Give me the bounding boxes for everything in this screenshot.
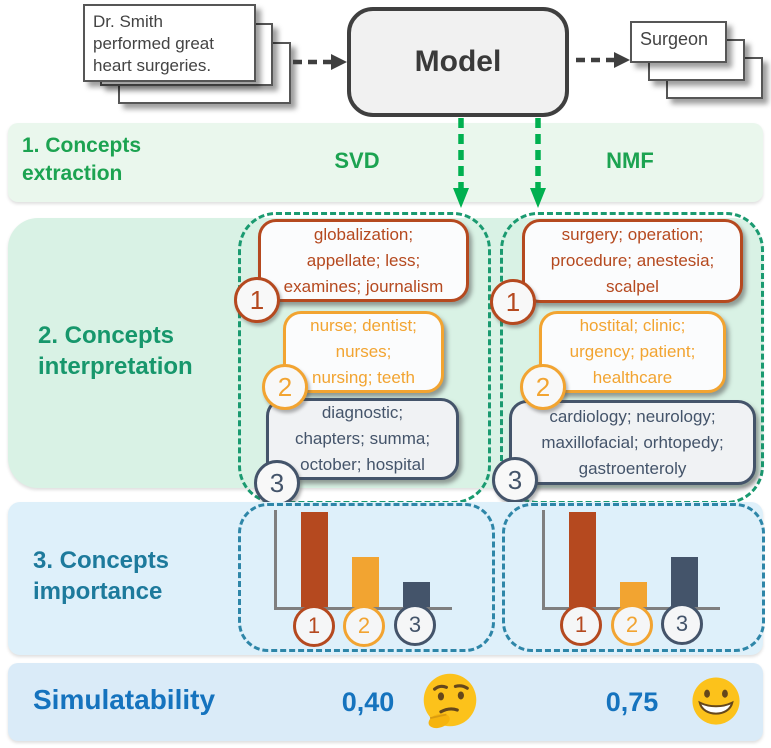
nmf-concept-3-bubble: cardiology; neurology; maxillofacial; or… (509, 400, 756, 485)
simulatability-label: Simulatability (33, 684, 216, 715)
input-document-text: Dr. Smith performed great heart surgerie… (93, 12, 214, 75)
svd-concept-2-number: 2 (262, 364, 308, 410)
svd-bar-1 (301, 512, 328, 607)
input-to-model-arrow-icon (293, 54, 347, 70)
svd-bar-3 (403, 582, 430, 607)
nmf-concept-3-number: 3 (492, 457, 538, 503)
svd-concept-1-number: 1 (234, 277, 280, 323)
svd-extraction-arrow-icon (453, 118, 469, 208)
svd-chart-y-axis (274, 510, 277, 608)
grinning-face-emoji-icon (692, 677, 740, 725)
svd-concept-1-bubble: globalization; appellate; less; examines… (258, 219, 469, 302)
nmf-importance-group (502, 503, 765, 652)
nmf-bar-1 (569, 512, 596, 607)
svd-bar-chart (301, 512, 430, 607)
step3-label: 3. Concepts importance (33, 547, 170, 605)
model-to-output-arrow-icon (576, 52, 630, 68)
model-box: Model (347, 7, 569, 117)
svd-importance-group (238, 503, 495, 652)
nmf-bar-1-label: 1 (560, 604, 602, 646)
model-label: Model (414, 45, 502, 78)
nmf-concept-2-number: 2 (520, 364, 566, 410)
svd-bar-2 (352, 557, 379, 607)
nmf-simulatability-value: 0,75 (605, 687, 659, 717)
step1-band: 1. Concepts extraction SVD NMF (8, 123, 763, 202)
svd-bar-1-label: 1 (293, 605, 335, 647)
nmf-concept-1-number: 1 (490, 279, 536, 325)
svd-label: SVD (334, 148, 380, 173)
svd-concept-3-bubble: diagnostic; chapters; summa; october; ho… (266, 398, 459, 480)
svd-bar-2-label: 2 (343, 605, 385, 647)
svd-bar-3-label: 3 (394, 604, 436, 646)
nmf-bar-chart (569, 512, 698, 607)
svd-concept-2-bubble: nurse; dentist; nurses; nursing; teeth (283, 311, 444, 393)
nmf-label: NMF (606, 148, 654, 173)
step1-label: 1. Concepts extraction (22, 134, 142, 185)
nmf-bar-3-label: 3 (661, 603, 703, 645)
output-document-front: Surgeon (630, 21, 727, 63)
output-document-text: Surgeon (640, 29, 709, 49)
thinking-face-emoji-icon (423, 673, 477, 729)
input-document-front: Dr. Smith performed great heart surgerie… (83, 4, 256, 82)
svd-simulatability-value: 0,40 (341, 687, 395, 717)
step2-label: 2. Concepts interpretation (38, 322, 193, 380)
nmf-concept-2-bubble: hostital; clinic; urgency; patient; heal… (539, 311, 726, 393)
nmf-concept-1-bubble: surgery; operation; procedure; anestesia… (522, 219, 743, 303)
nmf-bar-2 (620, 582, 647, 607)
nmf-extraction-arrow-icon (530, 118, 546, 208)
svd-concept-3-number: 3 (254, 460, 300, 506)
nmf-chart-y-axis (542, 510, 545, 608)
nmf-bar-3 (671, 557, 698, 607)
simulatability-band: Simulatability 0,40 0,75 (8, 663, 763, 741)
nmf-bar-2-label: 2 (611, 604, 653, 646)
